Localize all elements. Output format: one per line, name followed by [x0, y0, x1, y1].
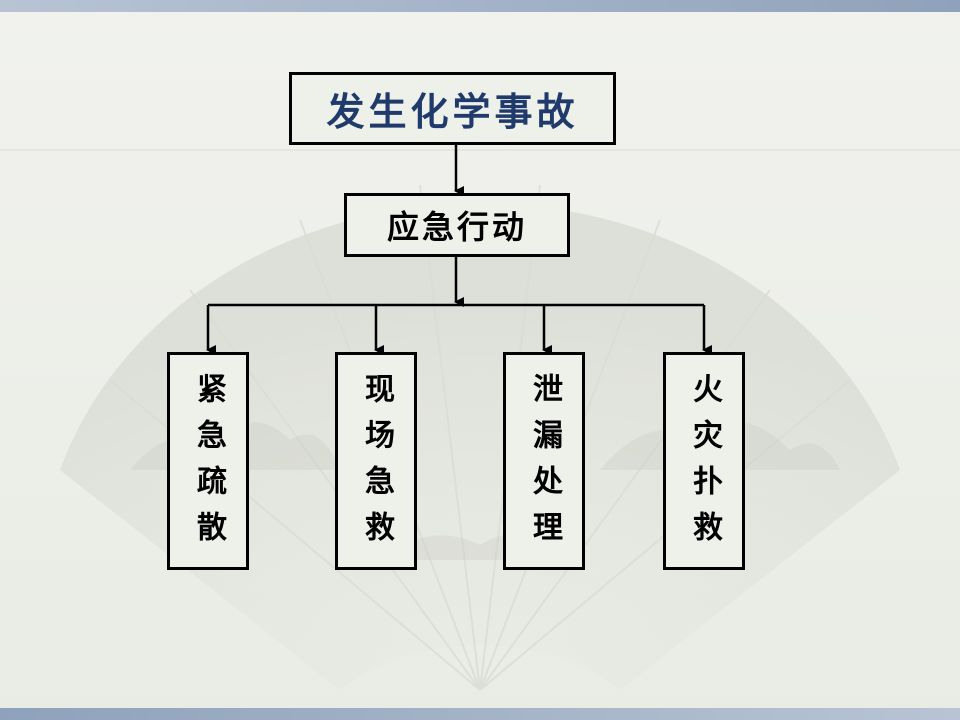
leaf-node-label: 泄漏处理: [527, 373, 562, 557]
leaf-node-label: 火灾扑救: [687, 373, 722, 557]
bottom-accent-bar: [0, 708, 960, 720]
root-node-label: 发生化学事故: [326, 90, 579, 134]
root-node: 发生化学事故: [289, 72, 616, 145]
top-accent-bar: [0, 0, 960, 12]
leaf-node-label: 现场急救: [359, 373, 394, 557]
leaf-node-evacuation: 紧急疏散: [167, 352, 249, 570]
middle-node: 应急行动: [344, 193, 570, 257]
leaf-node-first-aid: 现场急救: [335, 352, 417, 570]
leaf-node-leak-handling: 泄漏处理: [503, 352, 585, 570]
leaf-node-label: 紧急疏散: [191, 373, 226, 557]
leaf-node-firefighting: 火灾扑救: [663, 352, 745, 570]
middle-node-label: 应急行动: [386, 208, 527, 246]
